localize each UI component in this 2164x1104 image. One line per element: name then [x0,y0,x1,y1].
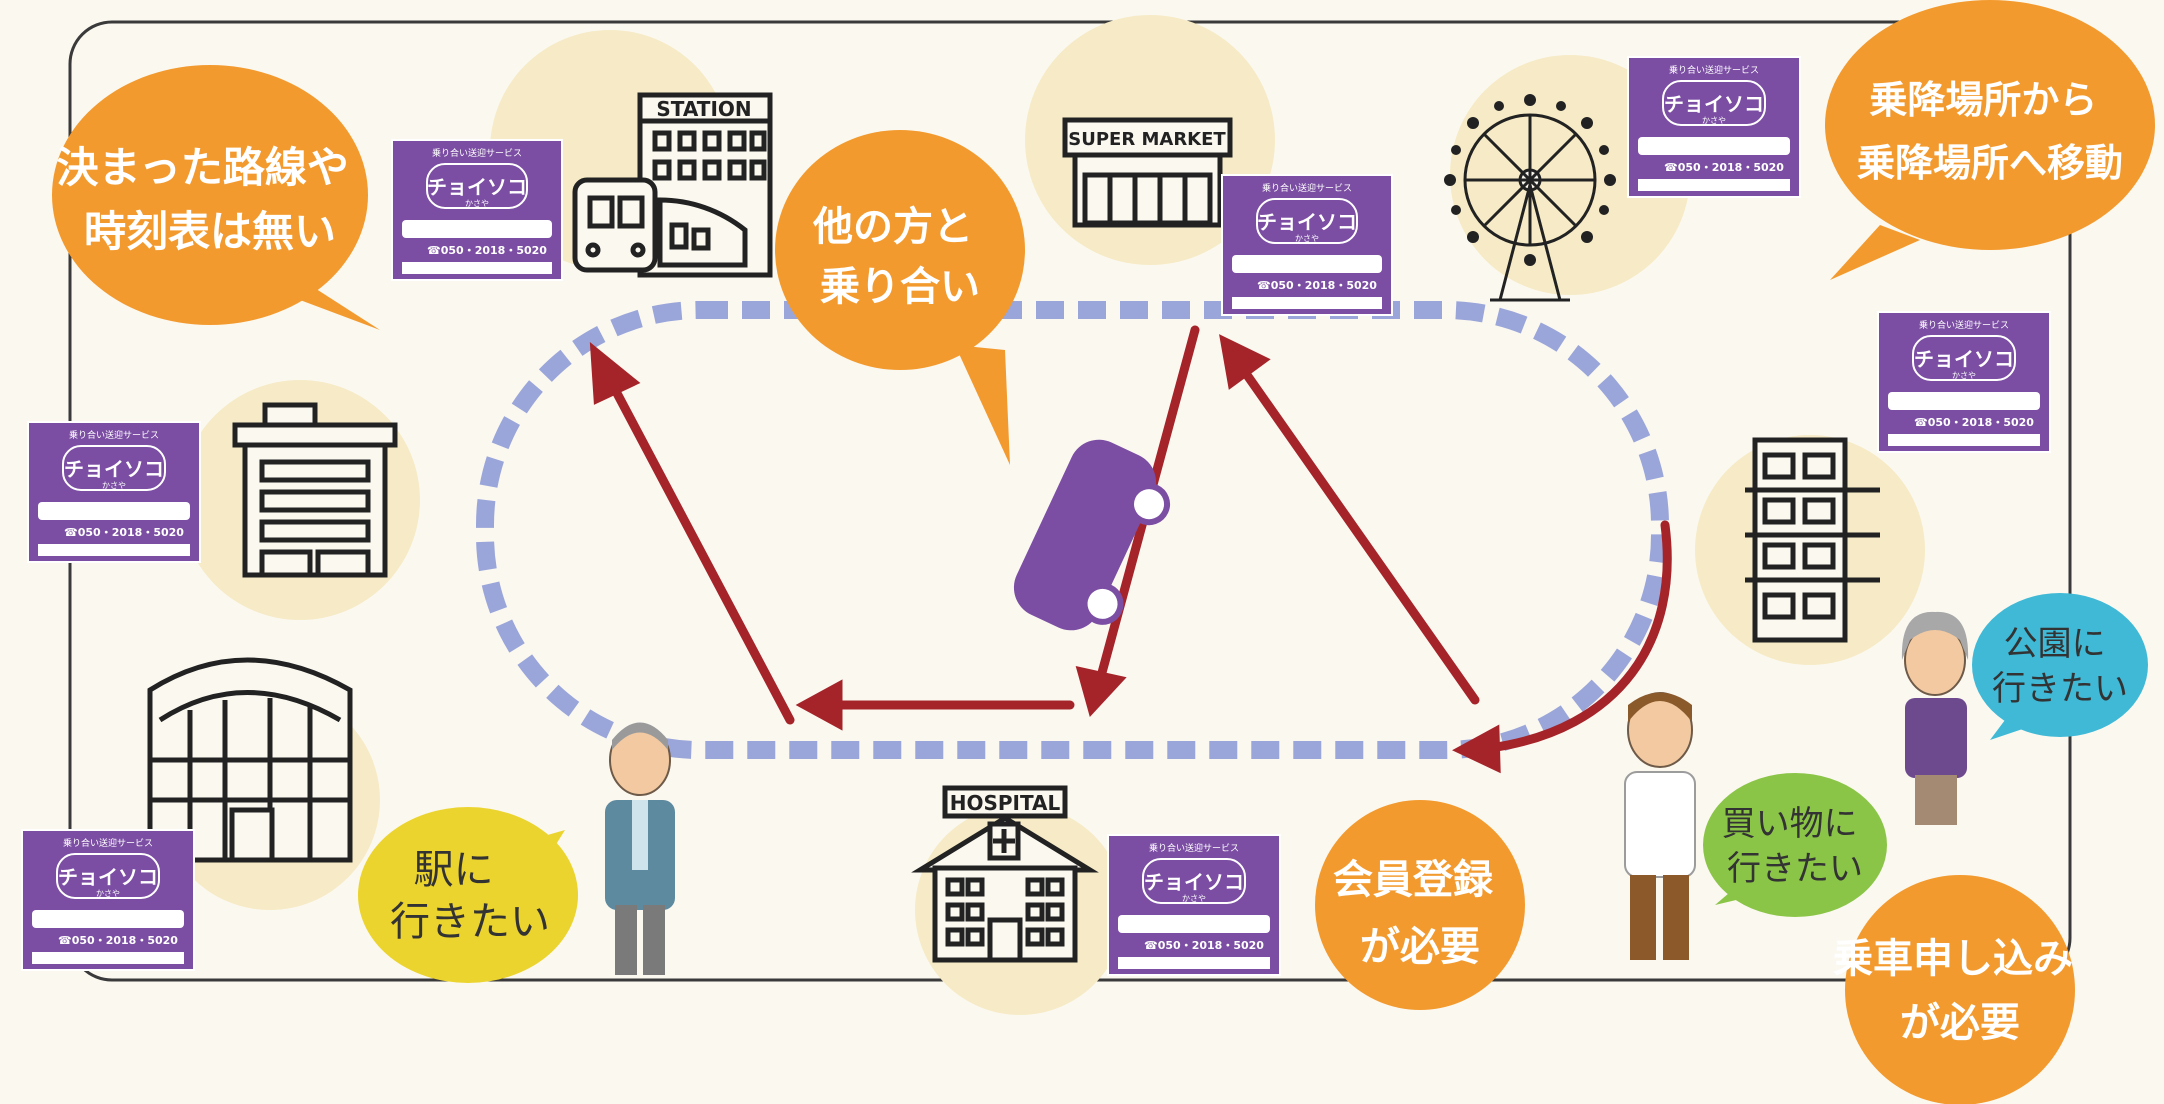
bubble-ride-request-line2: が必要 [1900,1000,2020,1046]
apartment-building-icon [1745,437,1880,643]
magnet-phone: ☎050・2018・5020 [1144,939,1264,952]
bubble-membership-line2: が必要 [1360,924,1480,970]
route-arrows [589,325,1672,774]
hospital-sign: HOSPITAL [950,791,1061,815]
magnet-brand: チョイソコ [64,457,164,481]
magnet-sub: かさや [1295,234,1319,243]
magnet-brand: チョイソコ [427,175,527,199]
bubble-no-fixed-route-line1: 決まった路線や [57,143,349,192]
bubble-no-fixed-route-line2: 時刻表は無い [84,207,336,256]
bubble-no-fixed-route: 決まった路線や 時刻表は無い [52,65,380,330]
wish-station-line1: 駅に [414,847,494,893]
bubble-stop-to-stop-line2: 乗降場所へ移動 [1857,141,2123,185]
svg-text:公園に 行きたい: 公園に 行きたい [1992,624,2128,709]
arched-building-icon [147,657,353,863]
magnet-phone: ☎050・2018・5020 [64,526,184,539]
svg-text:買い物に 行きたい: 買い物に 行きたい [1722,804,1869,889]
elderly-man-icon [605,722,675,975]
wish-bubble-park: 公園に 行きたい [1972,593,2148,740]
wish-park-line2: 行きたい [1992,669,2128,709]
elderly-woman-icon [1901,611,1969,825]
magnet-header: 乗り合い送迎サービス [1262,182,1352,194]
bubble-membership-line1: 会員登録 [1333,857,1494,903]
magnet-phone: ☎050・2018・5020 [58,934,178,947]
station-icon [572,92,773,278]
magnet-header: 乗り合い送迎サービス [1669,64,1759,76]
magnet-sub: かさや [96,889,120,898]
magnet-brand: チョイソコ [1914,347,2014,371]
wish-bubble-shopping: 買い物に 行きたい [1703,773,1887,917]
ferris-wheel-icon [1444,94,1616,302]
magnet-phone: ☎050・2018・5020 [1257,279,1377,292]
wish-station-line2: 行きたい [390,899,550,945]
choisoko-magnets: 乗り合い送迎サービスチョイソコかさや☎050・2018・5020乗り合い送迎サー… [21,56,2051,976]
magnet-header: 乗り合い送迎サービス [432,147,522,159]
wish-shopping-line1: 買い物に [1722,804,1858,844]
bubble-shared-ride-line2: 乗り合い [820,264,980,310]
bubble-ride-request: 乗車申し込み が必要 [1833,875,2087,1104]
magnet-brand: チョイソコ [1144,870,1244,894]
supermarket-icon [1062,117,1233,228]
magnet-sub: かさや [102,481,126,490]
magnet-sub: かさや [1182,894,1206,903]
hospital-icon [911,785,1099,963]
magnet-header: 乗り合い送迎サービス [63,837,153,849]
svg-text:会員登録 が必要: 会員登録 が必要 [1333,857,1507,970]
magnet-header: 乗り合い送迎サービス [1149,842,1239,854]
wish-shopping-line2: 行きたい [1727,849,1863,889]
svg-text:他の方と 乗り合い: 他の方と 乗り合い [812,204,987,310]
svg-text:乗降場所から 乗降場所へ移動: 乗降場所から 乗降場所へ移動 [1857,78,2123,185]
bubble-ride-request-line1: 乗車申し込み [1833,936,2073,982]
office-building-icon [232,402,398,578]
bubble-shared-ride: 他の方と 乗り合い [775,130,1025,465]
magnet-phone: ☎050・2018・5020 [1914,416,2034,429]
magnet-sub: かさや [1952,371,1976,380]
svg-text:駅に 行きたい: 駅に 行きたい [390,847,550,945]
magnet-sub: かさや [1702,116,1726,125]
supermarket-sign: SUPER MARKET [1068,129,1226,150]
magnet-brand: チョイソコ [1664,92,1764,116]
magnet-brand: チョイソコ [1257,210,1357,234]
bubble-stop-to-stop-line1: 乗降場所から [1869,78,2097,122]
station-sign: STATION [656,97,751,121]
bubble-shared-ride-line1: 他の方と [812,204,973,250]
svg-text:決まった路線や 時刻表は無い: 決まった路線や 時刻表は無い [57,143,364,256]
magnet-brand: チョイソコ [58,865,158,889]
svg-text:乗車申し込み が必要: 乗車申し込み が必要 [1833,936,2087,1046]
wish-park-line1: 公園に [2004,624,2106,664]
magnet-header: 乗り合い送迎サービス [1919,319,2009,331]
bubble-membership: 会員登録 が必要 [1315,800,1525,1010]
wish-bubble-station: 駅に 行きたい [358,807,578,983]
magnet-header: 乗り合い送迎サービス [69,429,159,441]
magnet-phone: ☎050・2018・5020 [427,244,547,257]
bubble-stop-to-stop: 乗降場所から 乗降場所へ移動 [1825,0,2155,280]
shared-ride-car-icon [1013,439,1171,631]
magnet-sub: かさや [465,199,489,208]
young-man-icon [1624,692,1696,960]
magnet-phone: ☎050・2018・5020 [1664,161,1784,174]
